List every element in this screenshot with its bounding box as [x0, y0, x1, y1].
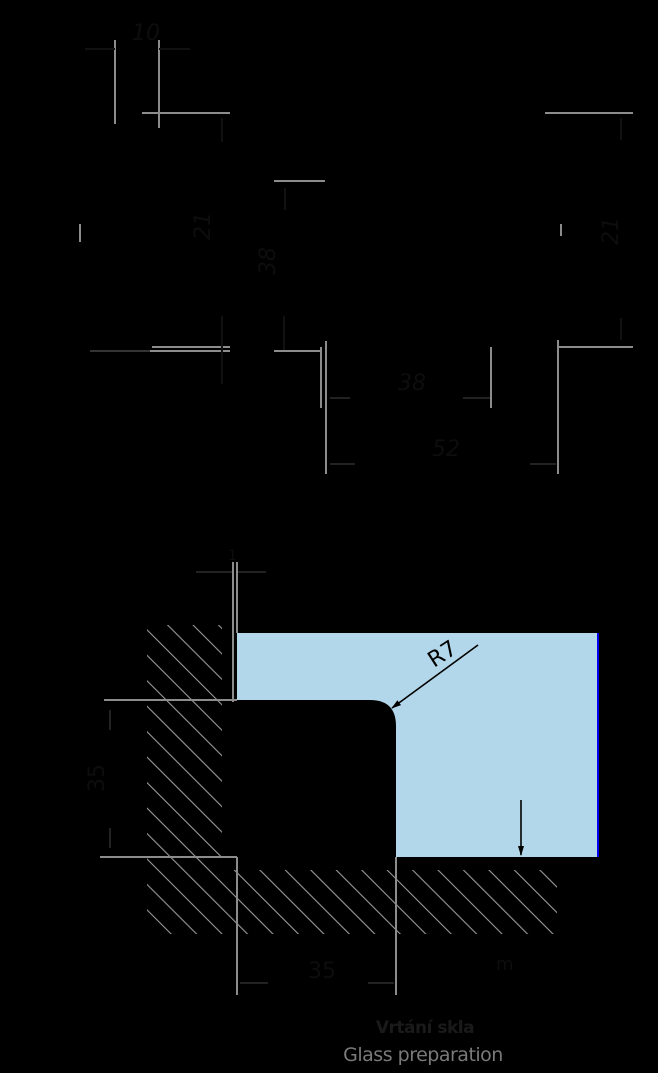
dim-notch-width: 35 — [308, 959, 336, 984]
dim-top-width: 10 — [132, 21, 160, 46]
glass-panel — [237, 633, 598, 857]
caption-czech: Vrtání skla — [375, 1018, 475, 1038]
dim-outer-width: 52 — [432, 437, 460, 462]
dim-left-height: 21 — [191, 212, 216, 240]
dim-inner-height: 38 — [256, 247, 281, 275]
dim-right-offset: m — [496, 954, 514, 975]
caption-english: Glass preparation — [343, 1044, 503, 1066]
dim-gap: 1 — [228, 548, 237, 564]
glass-preparation-view — [100, 562, 599, 995]
dim-notch-height: 35 — [85, 764, 110, 792]
top-view — [79, 40, 633, 474]
dim-right-height: 21 — [599, 217, 624, 245]
dim-inner-width: 38 — [398, 371, 426, 396]
